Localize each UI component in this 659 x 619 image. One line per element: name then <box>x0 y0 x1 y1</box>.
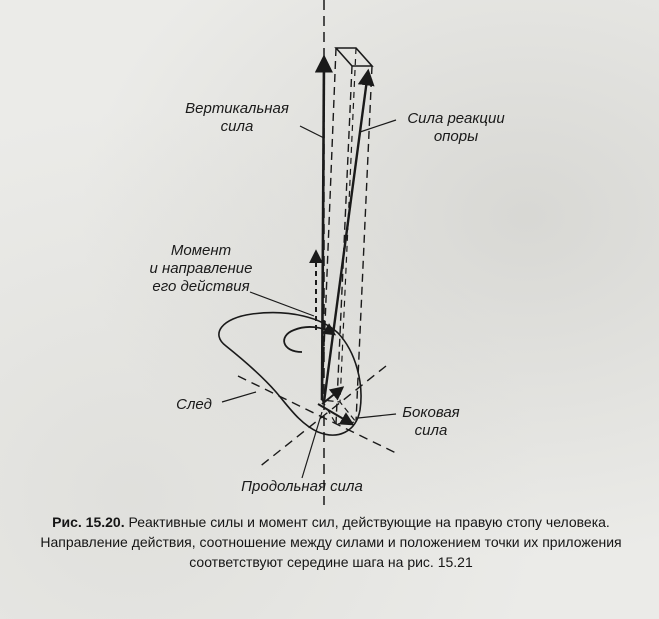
leader-vertical-force <box>299 125 325 139</box>
lateral-axis <box>237 375 399 455</box>
figure-caption: Рис. 15.20. Реактивные силы и момент сил… <box>14 512 648 572</box>
label-trace: След <box>176 396 212 413</box>
leader-longitudinal <box>301 411 323 479</box>
caption-text: Реактивные силы и момент сил, действующи… <box>40 514 622 570</box>
moment-rotation-arc <box>283 323 337 353</box>
label-support-reaction: Сила реакции опоры <box>407 110 505 145</box>
force-diagram <box>218 0 399 505</box>
label-vertical-force: Вертикальная сила <box>185 100 289 135</box>
support-reaction-arrow <box>322 68 375 403</box>
caption-number: Рис. 15.20. <box>52 514 125 530</box>
lateral-force-arrow <box>317 403 355 426</box>
leader-trace <box>221 391 257 403</box>
label-longitudinal-force: Продольная сила <box>241 478 363 495</box>
leader-moment <box>249 291 315 317</box>
force-box-top <box>334 47 374 67</box>
force-box-edge-2 <box>335 65 353 425</box>
leader-support-reaction <box>359 119 397 133</box>
longitudinal-axis <box>257 365 387 469</box>
force-box-edge-3 <box>355 65 373 423</box>
force-box-edge-1 <box>321 47 337 401</box>
label-lateral-force: Боковая сила <box>402 404 460 439</box>
label-moment: Момент и направление его действия <box>149 242 253 295</box>
force-diagram-svg <box>218 0 399 505</box>
longitudinal-force-arrow <box>321 386 345 405</box>
footprint-outline <box>218 311 362 436</box>
leader-lateral <box>357 413 397 419</box>
vertical-force-arrow <box>314 54 334 401</box>
